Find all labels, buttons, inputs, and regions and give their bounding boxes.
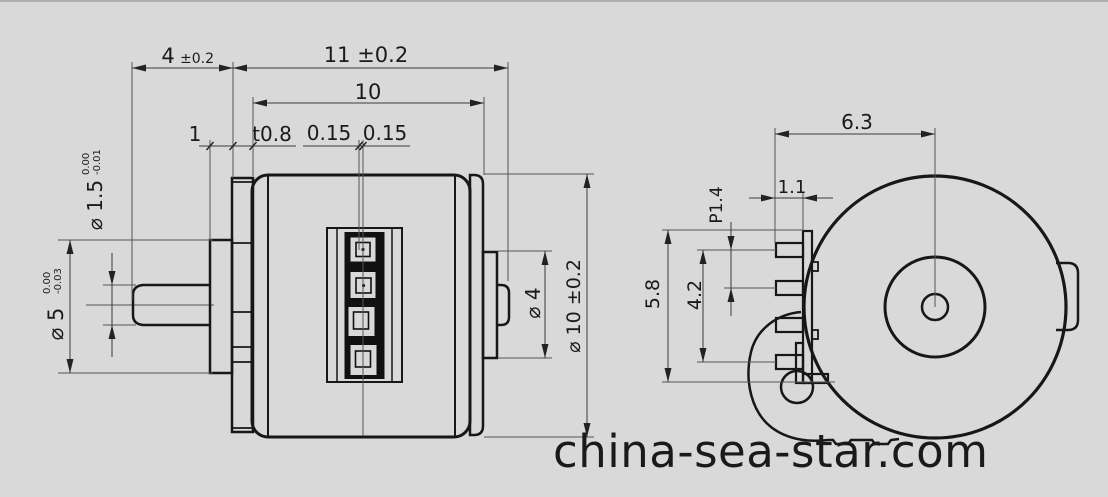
pin-4 bbox=[774, 353, 805, 371]
dim-shaft-protrusion-tol: ±0.2 bbox=[180, 51, 214, 67]
dim-shaft-protrusion: 4 bbox=[161, 44, 174, 68]
mounting-ear bbox=[747, 310, 900, 446]
dim-boss-dia-group: ⌀ 5 0.00 -0.03 bbox=[42, 268, 68, 340]
dim-pin-span: 4.2 bbox=[684, 280, 706, 310]
dim-outer-dia-group: ⌀ 10 ±0.2 bbox=[563, 259, 585, 353]
front-flange bbox=[230, 176, 255, 434]
dim-plate-thickness: t0.8 bbox=[252, 122, 292, 146]
dim-gap-right: 0.15 bbox=[363, 121, 408, 145]
dimension-arrows-end bbox=[664, 130, 935, 382]
side-view: 4 ±0.2 11 ±0.2 10 1 t0.8 0.15 0.15 ⌀ 1.5… bbox=[42, 43, 594, 439]
dim-boss-dia-tol-lower: -0.03 bbox=[53, 268, 64, 294]
dim-pin-pitch-group: P1.4 bbox=[707, 186, 727, 223]
dim-shaft-dia-tol-lower: -0.01 bbox=[92, 149, 103, 175]
end-view: 6.3 1.1 P1.4 5.8 4.2 bbox=[642, 110, 1080, 446]
dim-outer-dia: ⌀ 10 ±0.2 bbox=[563, 259, 585, 353]
dim-shaft-dia: ⌀ 1.5 bbox=[83, 180, 107, 230]
dim-pin-pitch: P1.4 bbox=[707, 186, 727, 223]
dim-rear-boss-dia: ⌀ 4 bbox=[521, 287, 545, 318]
dim-pin-span-group: 4.2 bbox=[684, 280, 706, 310]
extension-lines-end bbox=[662, 128, 936, 383]
dim-boss-dia: ⌀ 5 bbox=[44, 308, 68, 341]
dim-shaft-dia-tol-upper: 0.00 bbox=[81, 153, 92, 175]
bearing-boss bbox=[208, 238, 234, 375]
front-flange-segments bbox=[232, 181, 253, 429]
terminal-section bbox=[326, 227, 403, 383]
pin-1 bbox=[774, 241, 805, 259]
right-tab bbox=[1056, 261, 1080, 332]
dim-boss-length: 1 bbox=[189, 122, 202, 146]
dim-shaft-dia-group: ⌀ 1.5 0.00 -0.01 bbox=[81, 149, 107, 230]
pin-2 bbox=[774, 279, 805, 297]
dim-connector-height: 5.8 bbox=[642, 279, 664, 309]
top-border-line bbox=[0, 0, 1108, 2]
rear-shaft-tip bbox=[497, 283, 511, 327]
dim-gap-left: 0.15 bbox=[307, 121, 352, 145]
rear-cap-strip bbox=[468, 173, 485, 437]
dim-rear-boss-dia-group: ⌀ 4 bbox=[521, 287, 545, 318]
dim-connector-height-group: 5.8 bbox=[642, 279, 664, 309]
dim-body-length: 10 bbox=[355, 80, 382, 104]
extension-lines-side bbox=[58, 62, 594, 438]
dim-pin-length: 1.1 bbox=[778, 177, 807, 198]
dim-pin-tip-to-center: 6.3 bbox=[841, 110, 873, 134]
dim-boss-dia-tol-upper: 0.00 bbox=[42, 272, 53, 294]
connector-block bbox=[774, 229, 830, 385]
dim-total-length: 11 ±0.2 bbox=[324, 43, 408, 67]
pin-3 bbox=[774, 316, 805, 334]
dimension-arrows-side bbox=[66, 64, 591, 437]
rear-boss bbox=[481, 250, 499, 360]
shaft-outline bbox=[131, 283, 210, 327]
watermark-text: china-sea-star.com bbox=[553, 425, 989, 478]
dimension-lines-side bbox=[69, 67, 588, 437]
